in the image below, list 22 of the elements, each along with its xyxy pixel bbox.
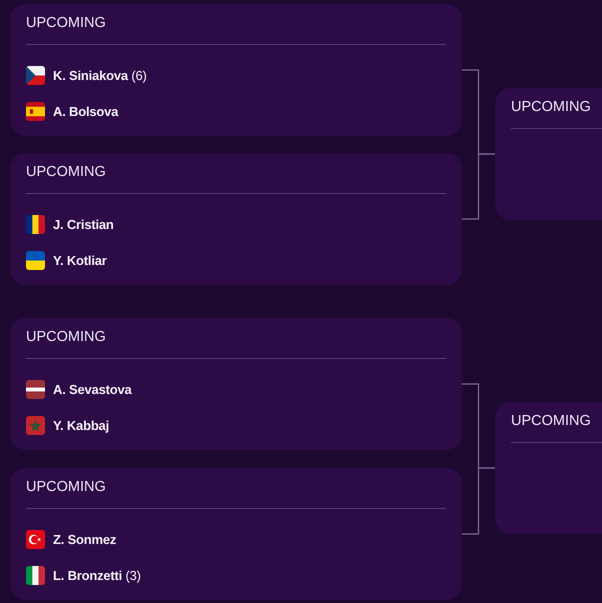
player-name: L. Bronzetti (3) [53, 568, 141, 584]
bracket-line [462, 153, 495, 220]
player-name: K. Siniakova (6) [53, 68, 147, 84]
match-status: UPCOMING [26, 164, 106, 181]
bracket-line [462, 467, 495, 535]
match-card [495, 402, 602, 534]
match-status: UPCOMING [26, 15, 106, 32]
match-card [10, 318, 462, 450]
match-status: UPCOMING [511, 413, 591, 430]
match-card [10, 468, 462, 600]
match-card [10, 153, 462, 285]
match-card [495, 88, 602, 220]
player-name: Z. Sonmez [53, 532, 116, 548]
match-status: UPCOMING [26, 479, 106, 496]
player-name: Y. Kotliar [53, 252, 107, 268]
match-status: UPCOMING [511, 99, 591, 116]
player-name: A. Sevastova [53, 382, 132, 398]
player-name: J. Cristian [53, 216, 114, 232]
player-name: Y. Kabbaj [53, 418, 109, 434]
player-name: A. Bolsova [53, 104, 118, 120]
match-card [10, 4, 462, 136]
match-status: UPCOMING [26, 329, 106, 346]
